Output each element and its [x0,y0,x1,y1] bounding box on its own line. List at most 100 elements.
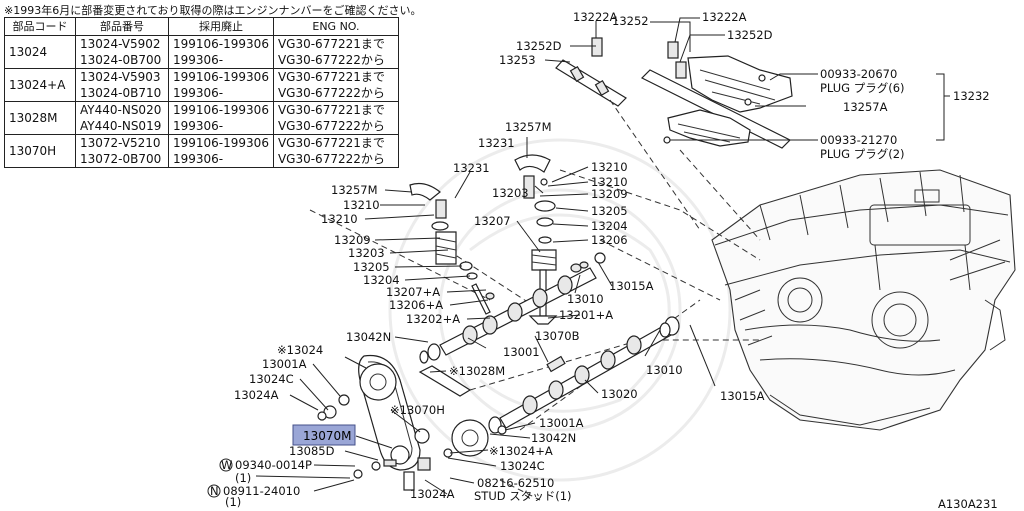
eng-number: VG30-677222から [277,86,385,100]
callout-13024A[interactable]: 13024A [410,487,455,501]
callout-13015A[interactable]: 13015A [720,389,765,403]
part-number[interactable]: 13024-V5902 [80,37,161,51]
part-number[interactable]: 13024-0B700 [80,53,162,67]
callout-13231[interactable]: 13231 [453,161,490,175]
row-code: 13024+A [4,68,76,102]
callout-13204[interactable]: 13204 [363,273,400,287]
callout-13207-A[interactable]: 13207+A [386,285,440,299]
callout-13205[interactable]: 13205 [591,204,628,218]
watermark [388,138,732,482]
callout-13201-A[interactable]: 13201+A [559,308,613,322]
callout-13209[interactable]: 13209 [334,233,371,247]
callout-13202-A[interactable]: 13202+A [406,312,460,326]
callout-13205[interactable]: 13205 [353,260,390,274]
quantity-one: (1) [225,495,241,509]
callout-13207[interactable]: 13207 [474,214,511,228]
callout-13024A[interactable]: 13024A [234,388,279,402]
callout-13257M[interactable]: 13257M [505,120,552,134]
callout-09340-0014P[interactable]: 09340-0014P [235,458,312,472]
row-parts: 13024-V5903 13024-0B710 [75,68,169,102]
row-code: 13070H [4,134,76,168]
eng-number: VG30-677222から [277,152,385,166]
callout-13001[interactable]: 13001 [503,345,540,359]
callout-13252D[interactable]: 13252D [727,28,773,42]
part-number[interactable]: AY440-NS019 [80,119,162,133]
valve-assembly-icon [514,154,606,325]
callout-plug-6: PLUG プラグ(6) [820,81,905,95]
callout-13210[interactable]: 13210 [343,198,380,212]
callout-13231[interactable]: 13231 [478,136,515,150]
callout-13222A[interactable]: 13222A [702,10,747,24]
parts-note: ※1993年6月に部番変更されており取得の際はエンジンナンバーをご確認ください。 [4,4,422,17]
period: 199306- [173,152,224,166]
callout-13070B[interactable]: 13070B [535,329,580,343]
callout-13232[interactable]: 13232 [953,89,990,103]
callout-13206[interactable]: 13206 [591,233,628,247]
callout-13001A[interactable]: 13001A [539,416,584,430]
callout-13252[interactable]: 13252 [612,14,649,28]
callout-08216-62510[interactable]: 08216-62510 [477,476,554,490]
callout-13252D[interactable]: 13252D [516,39,562,53]
callout-13010[interactable]: 13010 [646,363,683,377]
part-number[interactable]: 13072-0B700 [80,152,162,166]
rocker-arm-icon [555,37,793,149]
callout-13206-A[interactable]: 13206+A [389,298,443,312]
valve-spring-icon [409,182,495,315]
callout-13024C[interactable]: 13024C [249,372,294,386]
part-number[interactable]: AY440-NS020 [80,103,162,117]
callout-13028M[interactable]: ※13028M [449,364,505,378]
period: 199106-199306 [173,103,269,117]
engine-block-icon [711,169,1016,431]
callout-00933-20670[interactable]: 00933-20670 [820,67,897,81]
eng-number: VG30-677222から [277,119,385,133]
callout-13024C[interactable]: 13024C [500,459,545,473]
callout-13010[interactable]: 13010 [567,292,604,306]
callout-13203[interactable]: 13203 [492,186,529,200]
callout-13085D[interactable]: 13085D [289,444,335,458]
row-parts: 13024-V5902 13024-0B700 [75,35,169,69]
callout-00933-21270[interactable]: 00933-21270 [820,133,897,147]
cam-sprocket-icon [317,363,507,491]
eng-number: VG30-677221まで [277,37,385,51]
camshaft-icon [419,267,597,364]
callout-13210[interactable]: 13210 [321,212,358,226]
callout-13070M-highlighted[interactable]: 13070M [303,429,352,443]
callout-13222A[interactable]: 13222A [573,10,618,24]
callout-13020[interactable]: 13020 [601,387,638,401]
callout-13024[interactable]: ※13024 [277,343,323,357]
callout-13257M[interactable]: 13257M [331,183,378,197]
period: 199306- [173,119,224,133]
eng-number: VG30-677221まで [277,70,385,84]
callout-13253[interactable]: 13253 [499,53,536,67]
diagram-code: A130A231 [938,497,998,511]
part-number[interactable]: 13024-V5903 [80,70,161,84]
callout-stud: STUD スタッド(1) [474,489,572,503]
callout-13042N[interactable]: 13042N [346,330,391,344]
callout-13024-A[interactable]: ※13024+A [489,444,553,458]
callout-13210[interactable]: 13210 [591,175,628,189]
callout-13203[interactable]: 13203 [348,246,385,260]
callout-13015A[interactable]: 13015A [609,279,654,293]
callout-08911-24010[interactable]: 08911-24010 [223,484,300,498]
callout-13070H[interactable]: ※13070H [390,403,445,417]
header-part-number: 部品番号 [75,17,169,36]
callout-13204[interactable]: 13204 [591,219,628,233]
callout-13210[interactable]: 13210 [591,160,628,174]
highlighted-part-box[interactable] [292,424,356,446]
part-number[interactable]: 13024-0B710 [80,86,162,100]
part-number[interactable]: 13072-V5210 [80,136,161,150]
callout-13001A[interactable]: 13001A [262,357,307,371]
callout-13257A[interactable]: 13257A [843,100,888,114]
quantity-one: (1) [235,471,251,485]
callout-13209[interactable]: 13209 [591,187,628,201]
period: 199306- [173,53,224,67]
washer-symbol-letter: W [221,458,232,472]
eng-number: VG30-677221まで [277,103,385,117]
callout-13042N[interactable]: 13042N [531,431,576,445]
